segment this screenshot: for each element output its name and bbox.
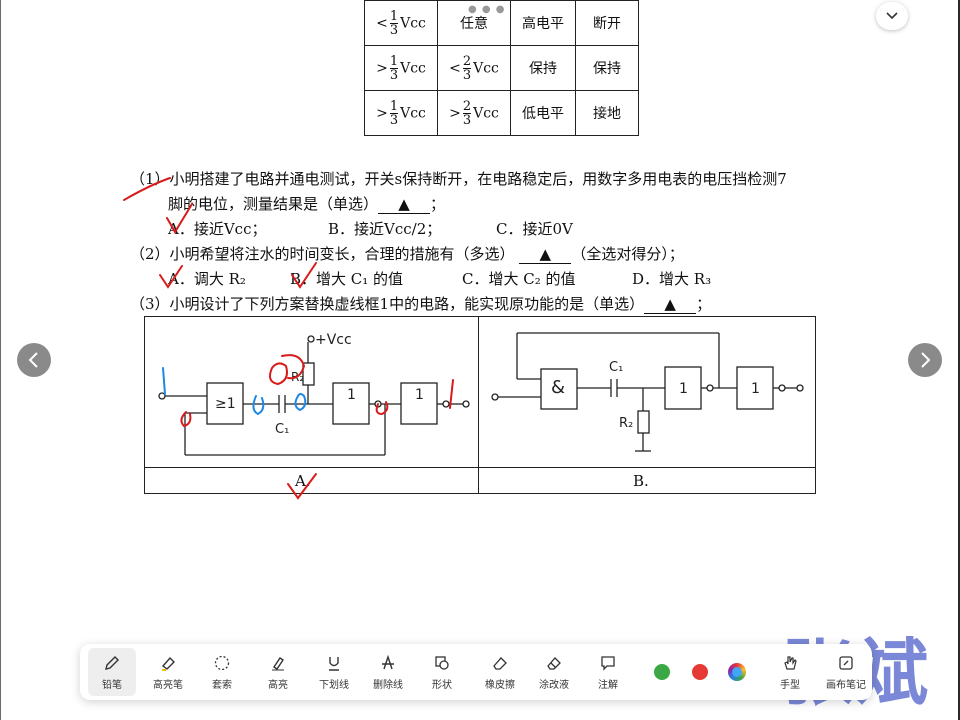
question-3-line: （3）小明设计了下列方案替换虚线框1中的电路，能实现原功能的是（单选）▲； [130,295,712,314]
chevron-right-icon [921,352,931,368]
question-2-option-a: A．调大 R₂ [168,270,246,288]
answer-blank: ▲ [519,245,572,264]
tool-pencil[interactable]: 铅笔 [88,648,136,696]
window-right-border [958,0,960,720]
tool-label: 高亮笔 [153,680,183,691]
tool-shape[interactable]: 形状 [418,648,466,696]
r2-label: R₂ [619,416,633,431]
tool-label: 套索 [212,680,232,691]
table-cell: 接地 [575,90,639,136]
circuit-b-diagram: & C₁ R₂ 1 1 [491,332,804,452]
tool-label: 高亮 [268,680,288,691]
c1-label: C₁ [275,422,289,437]
tool-highlight[interactable]: 高亮 [254,648,302,696]
tool-underline[interactable]: 下划线 [310,648,358,696]
tool-label: 注解 [598,680,618,691]
color-red-swatch[interactable] [692,664,708,680]
tool-eraser[interactable]: 橡皮擦 [476,648,524,696]
question-2-option-b: B．增大 C₁ 的值 [290,270,404,288]
table-cell: 高电平 [510,0,576,46]
canvas-note-icon [839,656,853,670]
tool-label: 涂改液 [539,680,569,691]
table-cell: 保持 [510,45,576,91]
shape-icon [435,656,449,670]
strikethrough-icon [382,654,394,670]
current-color [732,667,742,677]
table-cell: 保持 [575,45,639,91]
underline-icon [329,657,339,671]
question-1-line-2: 脚的电位，测量结果是（单选）▲； [168,195,446,214]
tool-strikethrough[interactable]: 删除线 [364,648,412,696]
previous-page-button[interactable] [17,343,51,377]
not-gate-label: 1 [679,381,688,397]
marker-icon [272,657,284,671]
chevron-left-icon [28,352,38,368]
tool-annotation[interactable]: 注解 [584,648,632,696]
or-gate-label: ≥1 [215,396,236,412]
tool-label: 手型 [780,680,800,691]
c1-label: C₁ [609,360,623,375]
question-1-option-a: A．接近Vcc； [168,220,267,238]
color-picker-swatch[interactable] [728,663,746,681]
question-1-line-1: （1）小明搭建了电路并通电测试，开关s保持断开，在电路稳定后，用数字多用电表的电… [130,170,787,188]
tool-label: 铅笔 [102,680,122,691]
highlighter-icon [161,656,175,671]
comment-icon [601,656,615,671]
circuit-options-table: +Vcc ≥1 C₁ R₂ 1 1 [144,316,816,494]
not-gate-label: 1 [347,387,356,403]
and-gate-label: & [551,377,565,398]
question-1-option-b: B．接近Vcc/2； [328,220,442,238]
vcc-label: +Vcc [315,332,352,348]
pencil-icon [105,656,119,670]
tool-correction-fluid[interactable]: 涂改液 [530,648,578,696]
correction-fluid-icon [547,657,561,670]
next-page-button[interactable] [908,343,942,377]
color-green-swatch[interactable] [654,664,670,680]
annotation-toolbar: 铅笔 高亮笔 套索 高亮 下划线 删除线 形状 橡皮擦 涂改液 注解 [80,644,872,700]
lasso-icon [214,655,230,671]
circuit-a-diagram: +Vcc ≥1 C₁ R₂ 1 1 [158,332,470,456]
collapse-button[interactable] [876,2,908,30]
tool-label: 下划线 [319,680,349,691]
not-gate-label: 1 [415,387,424,403]
divider [478,317,479,493]
question-1-option-c: C．接近0V [496,220,573,238]
answer-blank: ▲ [644,295,697,314]
r2-label: R₂ [291,370,304,384]
tool-hand[interactable]: 手型 [768,648,812,696]
tool-label: 形状 [432,680,452,691]
question-2-option-c: C．增大 C₂ 的值 [462,270,576,288]
tool-canvas-notes[interactable]: 画布笔记 [820,648,872,696]
table-cell: 任意 [437,0,511,46]
table-cell: 低电平 [510,90,576,136]
tool-label: 删除线 [373,680,403,691]
divider [145,467,815,468]
question-2-option-d: D．增大 R₃ [632,270,712,288]
window-left-border [0,0,1,720]
question-2-line: （2）小明希望将注水的时间变长，合理的措施有（多选） ▲（全选对得分）； [130,245,684,264]
table-cell: 断开 [575,0,639,46]
tool-lasso[interactable]: 套索 [198,648,246,696]
option-a-label: A. [295,472,311,490]
chevron-down-icon [886,12,898,20]
tool-label: 画布笔记 [826,680,866,691]
not-gate-label: 1 [751,381,760,397]
tool-label: 橡皮擦 [485,680,515,691]
eraser-icon [493,657,507,670]
option-b-label: B. [633,472,649,490]
tool-highlighter-pen[interactable]: 高亮笔 [144,648,192,696]
answer-blank: ▲ [378,195,431,214]
hand-icon [784,656,797,670]
